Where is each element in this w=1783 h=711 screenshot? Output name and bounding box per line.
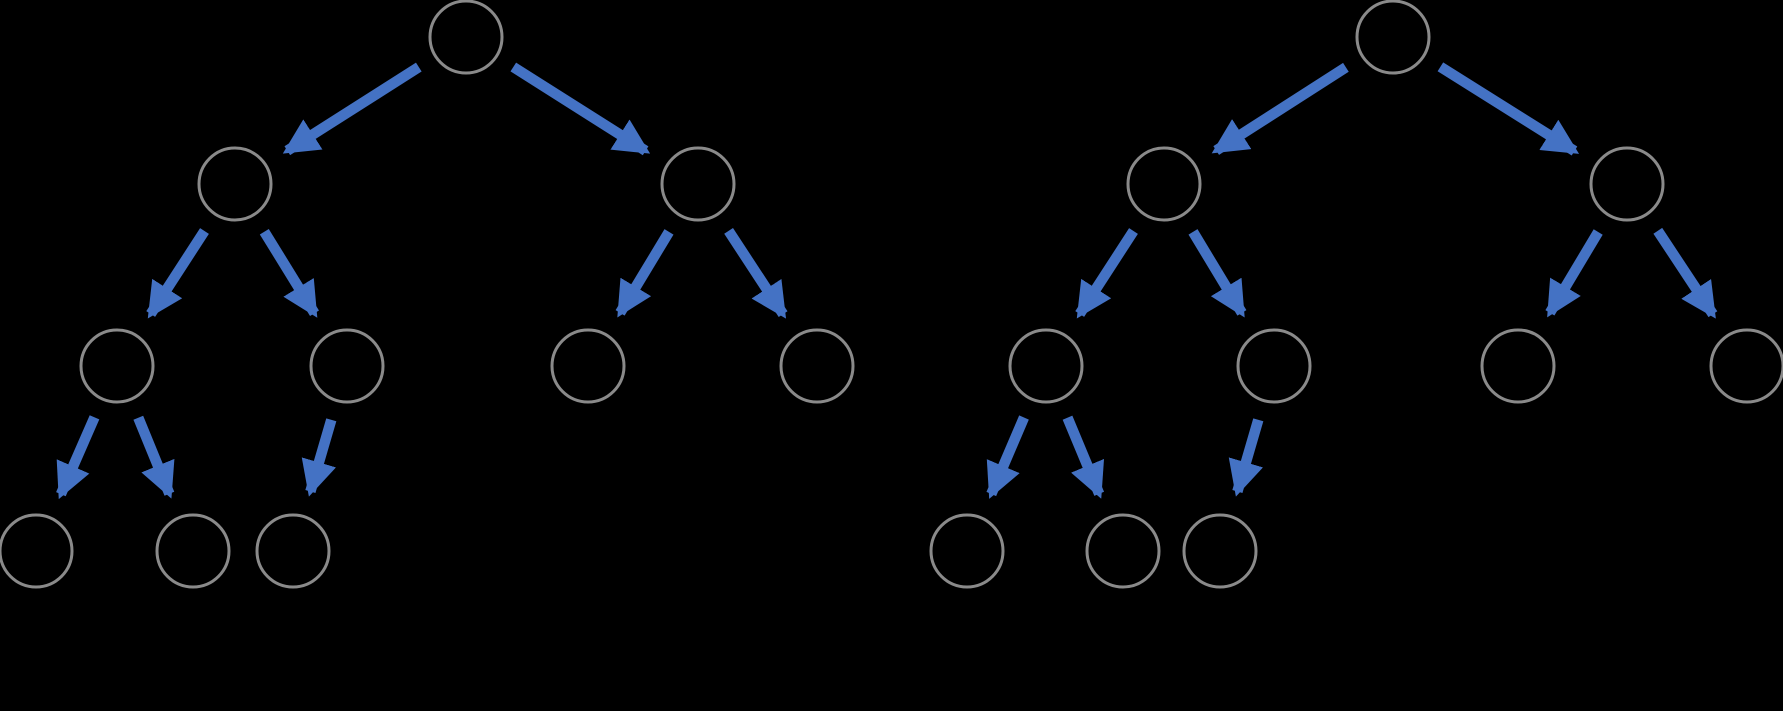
tree-node-right-tree-LLR [1085,513,1161,589]
right-tree [929,0,1783,589]
tree-node-right-tree-LLL [929,513,1005,589]
edge-arrow-left-tree-R-RR [724,228,788,319]
tree-node-left-tree-RL [550,328,626,404]
edge-arrow-right-tree-root-R [1437,62,1580,156]
tree-node-right-tree-LRL [1182,513,1258,589]
tree-node-left-tree-RR [779,328,855,404]
edge-arrow-left-tree-root-R [510,62,651,156]
tree-node-right-tree-LL [1008,328,1084,404]
edge-arrow-left-tree-LL-LLR [133,415,175,499]
edge-arrow-left-tree-LR-LRL [301,418,337,497]
edge-arrow-right-tree-L-LR [1188,229,1247,318]
tree-node-right-tree-L [1126,146,1202,222]
tree-node-left-tree-root [428,0,504,75]
edge-arrow-left-tree-root-L [282,62,422,156]
edge-arrow-right-tree-LR-LRL [1228,418,1264,497]
tree-node-right-tree-R [1589,146,1665,222]
edge-arrow-right-tree-R-RR [1653,227,1718,319]
tree-node-right-tree-root [1355,0,1431,75]
tree-node-left-tree-LLR [155,513,231,589]
edge-arrow-right-tree-R-RL [1545,229,1603,318]
tree-node-left-tree-R [660,146,736,222]
edge-arrow-left-tree-L-LL [146,228,209,319]
tree-node-left-tree-LR [309,328,385,404]
edge-arrow-right-tree-LL-LLR [1062,415,1105,499]
left-tree [0,0,855,589]
edge-arrow-right-tree-LL-LLL [986,415,1029,499]
tree-node-right-tree-RL [1480,328,1556,404]
edge-arrow-right-tree-root-L [1211,62,1349,155]
tree-node-left-tree-LL [79,328,155,404]
tree-node-right-tree-LR [1236,328,1312,404]
edge-arrow-right-tree-L-LL [1075,228,1138,319]
tree-node-right-tree-RR [1709,328,1783,404]
edge-arrow-left-tree-R-RL [615,229,674,318]
trees-layer [0,0,1783,589]
edge-arrow-left-tree-L-LR [259,228,319,318]
tree-node-left-tree-LRL [255,513,331,589]
edge-arrow-left-tree-LL-LLL [56,415,100,500]
tree-node-left-tree-L [197,146,273,222]
tree-node-left-tree-LLL [0,513,74,589]
